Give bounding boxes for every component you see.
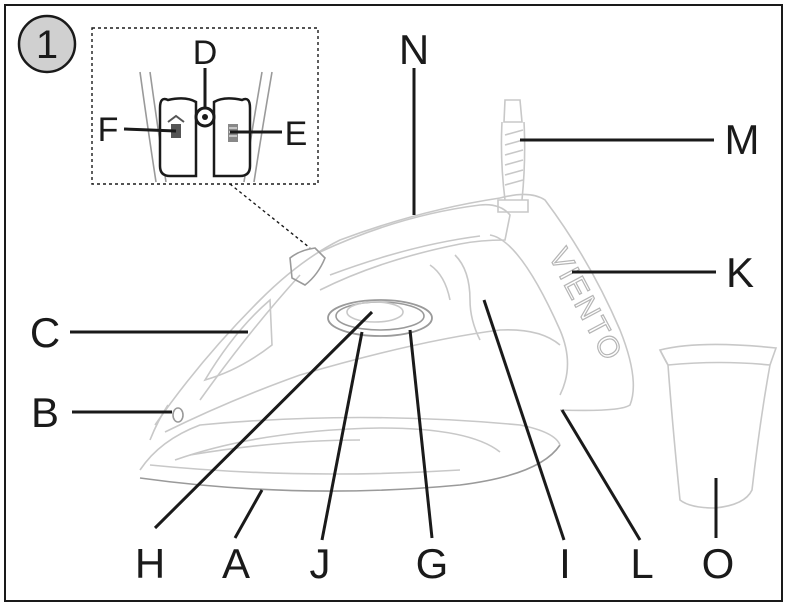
measuring-cup: [658, 343, 778, 509]
label-A: A: [222, 540, 250, 587]
label-L: L: [630, 540, 653, 587]
leader-J: [320, 331, 364, 541]
label-N: N: [399, 26, 429, 73]
label-D: D: [193, 34, 218, 72]
label-J: J: [310, 540, 331, 587]
svg-text:1: 1: [36, 23, 58, 67]
leader-I: [482, 299, 566, 541]
control-inset: D F E: [91, 27, 319, 185]
inset-connector: [229, 183, 311, 249]
label-M: M: [725, 116, 760, 163]
leader-H: [153, 310, 374, 530]
label-E: E: [285, 115, 308, 153]
label-F: F: [98, 111, 119, 149]
leader-L: [560, 409, 642, 541]
figure-number-badge: 1: [17, 14, 77, 74]
label-B: B: [31, 389, 59, 436]
label-K: K: [726, 249, 754, 296]
label-O: O: [702, 540, 735, 587]
leader-A: [233, 489, 264, 539]
label-G: G: [416, 540, 449, 587]
leader-G: [408, 329, 434, 539]
label-C: C: [30, 309, 60, 356]
label-H: H: [135, 540, 165, 587]
label-I: I: [559, 540, 571, 587]
